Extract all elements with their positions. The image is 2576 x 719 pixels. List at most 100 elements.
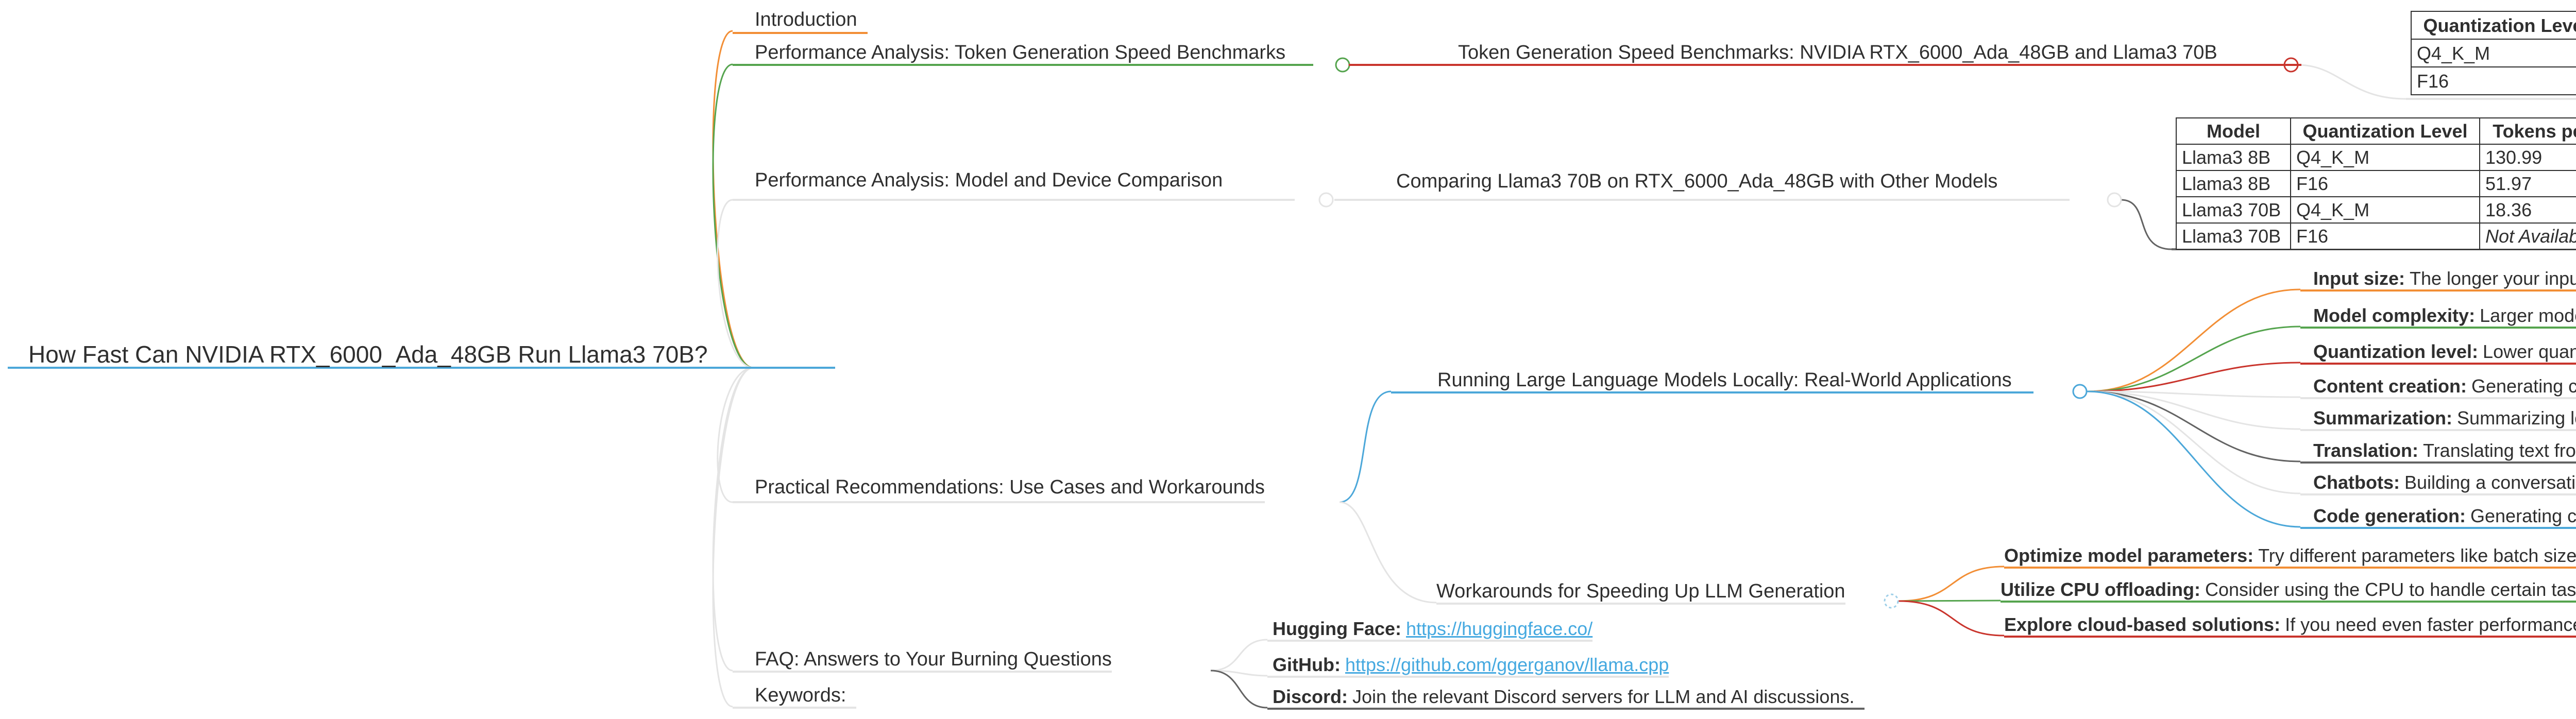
link-root-practical bbox=[717, 367, 754, 503]
link-root-perf-token bbox=[712, 63, 754, 369]
link-running-content-creation bbox=[2087, 390, 2301, 398]
link-faq-discord bbox=[1210, 670, 1268, 709]
node-introduction: Introduction bbox=[733, 8, 868, 34]
table1-cell: F16 bbox=[2411, 66, 2576, 95]
translation-label: Translation: bbox=[2313, 440, 2419, 461]
summarization-label: Summarization: bbox=[2313, 407, 2453, 429]
node-token-bench: Token Generation Speed Benchmarks: NVIDI… bbox=[1349, 41, 2301, 66]
link-running-quantization bbox=[2087, 362, 2301, 392]
link-running-summarization bbox=[2087, 390, 2301, 430]
cloud-solutions-label: Explore cloud-based solutions: bbox=[2004, 614, 2281, 635]
table-row: Llama3 8B Q4_K_M 130.99 bbox=[2176, 144, 2576, 171]
content-creation-label: Content creation: bbox=[2313, 375, 2467, 397]
link-workarounds-optimize bbox=[1898, 566, 2005, 602]
table2-cell: Q4_K_M bbox=[2290, 196, 2480, 224]
node-running: Running Large Language Models Locally: R… bbox=[1391, 369, 2033, 393]
model-complexity-label: Model complexity: bbox=[2313, 305, 2476, 326]
node-performance-model: Performance Analysis: Model and Device C… bbox=[733, 169, 1295, 201]
github-link[interactable]: https://github.com/ggerganov/llama.cpp bbox=[1345, 654, 1669, 675]
link-tokenbench-table1 bbox=[2297, 64, 2406, 100]
node-huggingface: Hugging Face:https://huggingface.co/ bbox=[1267, 618, 1593, 642]
node-workarounds: Workarounds for Speeding Up LLM Generati… bbox=[1436, 580, 1845, 605]
toggle-circle-workarounds[interactable] bbox=[1884, 593, 1899, 609]
table2-cell: Q4_K_M bbox=[2290, 144, 2480, 171]
table2-cell: 51.97 bbox=[2479, 170, 2576, 197]
table2-cell: Llama3 70B bbox=[2176, 222, 2291, 250]
table2-header-tokens: Tokens per Second bbox=[2479, 117, 2576, 145]
link-root-keywords bbox=[712, 367, 754, 708]
node-optimize-parameters: Optimize model parameters:Try different … bbox=[2004, 545, 2576, 569]
discord-text: Join the relevant Discord servers for LL… bbox=[1352, 686, 1855, 707]
cloud-solutions-text: If you need even faster performance, con… bbox=[2285, 614, 2576, 635]
chatbots-text: Building a conversational AI to assist u… bbox=[2404, 472, 2576, 493]
table-row: Llama3 70B F16 Not Available bbox=[2176, 222, 2576, 250]
input-size-label: Input size: bbox=[2313, 268, 2405, 289]
table-row: Llama3 70B Q4_K_M 18.36 bbox=[2176, 196, 2576, 224]
node-practical: Practical Recommendations: Use Cases and… bbox=[733, 476, 1265, 503]
table-row: Q4_K_M 18.36 bbox=[2411, 39, 2576, 67]
node-chatbots: Chatbots:Building a conversational AI to… bbox=[2300, 472, 2576, 495]
table2-cell: F16 bbox=[2290, 170, 2480, 197]
link-faq-huggingface bbox=[1210, 639, 1268, 672]
link-running-translation bbox=[2087, 390, 2301, 463]
quantization-level-label: Quantization level: bbox=[2313, 341, 2479, 362]
node-code-generation: Code generation:Generating code snippets… bbox=[2300, 505, 2576, 529]
link-running-input-size bbox=[2087, 288, 2301, 392]
toggle-circle-perf-token[interactable] bbox=[1335, 57, 1350, 73]
table2-cell: Llama3 70B bbox=[2176, 196, 2291, 224]
node-keywords: Keywords: bbox=[733, 684, 857, 709]
link-running-code-generation bbox=[2087, 390, 2301, 528]
model-comparison-table: Model Quantization Level Tokens per Seco… bbox=[2176, 117, 2576, 250]
table-row: F16 Not Available bbox=[2411, 66, 2576, 95]
table2-cell: F16 bbox=[2290, 222, 2480, 250]
quantization-level-text: Lower quantization levels (like Q4_K_M) … bbox=[2483, 341, 2576, 362]
node-faq: FAQ: Answers to Your Burning Questions bbox=[733, 648, 1112, 673]
node-cpu-offloading: Utilize CPU offloading:Consider using th… bbox=[2001, 579, 2576, 603]
huggingface-link[interactable]: https://huggingface.co/ bbox=[1406, 618, 1593, 639]
node-translation: Translation:Translating text from one la… bbox=[2300, 440, 2576, 464]
node-performance-token: Performance Analysis: Token Generation S… bbox=[733, 41, 1314, 66]
chatbots-label: Chatbots: bbox=[2313, 472, 2400, 493]
huggingface-label: Hugging Face: bbox=[1273, 618, 1401, 639]
node-comparing: Comparing Llama3 70B on RTX_6000_Ada_48G… bbox=[1334, 170, 2070, 201]
toggle-circle-perf-model[interactable] bbox=[1318, 192, 1334, 208]
link-running-model-complexity bbox=[2087, 326, 2301, 392]
node-discord: Discord:Join the relevant Discord server… bbox=[1267, 686, 1865, 710]
input-size-text: The longer your input text, the longer t… bbox=[2410, 268, 2576, 289]
link-practical-workarounds bbox=[1339, 501, 1437, 604]
toggle-circle-comparing[interactable] bbox=[2107, 192, 2122, 208]
table2-header-quantization: Quantization Level bbox=[2290, 117, 2480, 145]
table2-cell: 130.99 bbox=[2479, 144, 2576, 171]
node-root: How Fast Can NVIDIA RTX_6000_Ada_48GB Ru… bbox=[8, 342, 835, 369]
code-generation-label: Code generation: bbox=[2313, 505, 2466, 526]
node-input-size: Input size:The longer your input text, t… bbox=[2300, 268, 2576, 292]
node-github: GitHub:https://github.com/ggerganov/llam… bbox=[1267, 654, 1669, 678]
link-practical-running bbox=[1339, 390, 1392, 503]
code-generation-text: Generating code snippets or even entire … bbox=[2470, 505, 2576, 526]
link-comparing-table2 bbox=[2121, 199, 2172, 250]
node-quantization-level: Quantization level:Lower quantization le… bbox=[2300, 341, 2576, 365]
content-creation-text: Generating creative copywriting or blog … bbox=[2471, 375, 2576, 397]
link-workarounds-explore bbox=[1898, 600, 2005, 637]
link-root-introduction bbox=[712, 30, 754, 369]
node-summarization: Summarization:Summarizing long articles … bbox=[2300, 407, 2576, 431]
table1-header-quantization: Quantization Level bbox=[2411, 11, 2576, 40]
table2-cell: Llama3 8B bbox=[2176, 144, 2291, 171]
cpu-offloading-text: Consider using the CPU to handle certain… bbox=[2205, 579, 2576, 600]
toggle-circle-running[interactable] bbox=[2072, 384, 2088, 399]
link-root-perf-model bbox=[717, 199, 754, 369]
optimize-parameters-text: Try different parameters like batch size… bbox=[2258, 545, 2576, 566]
link-running-chatbots bbox=[2087, 390, 2301, 494]
table2-header-model: Model bbox=[2176, 117, 2291, 145]
optimize-parameters-label: Optimize model parameters: bbox=[2004, 545, 2254, 566]
node-content-creation: Content creation:Generating creative cop… bbox=[2300, 375, 2576, 399]
table-row: Llama3 8B F16 51.97 bbox=[2176, 170, 2576, 197]
table2-cell: Llama3 8B bbox=[2176, 170, 2291, 197]
table2-cell: Not Available bbox=[2479, 222, 2576, 250]
cpu-offloading-label: Utilize CPU offloading: bbox=[2001, 579, 2200, 600]
node-cloud-solutions: Explore cloud-based solutions:If you nee… bbox=[2004, 614, 2576, 638]
model-complexity-text: Larger models need more processing power… bbox=[2480, 305, 2576, 326]
link-root-faq bbox=[712, 367, 754, 672]
node-model-complexity: Model complexity:Larger models need more… bbox=[2300, 305, 2576, 329]
